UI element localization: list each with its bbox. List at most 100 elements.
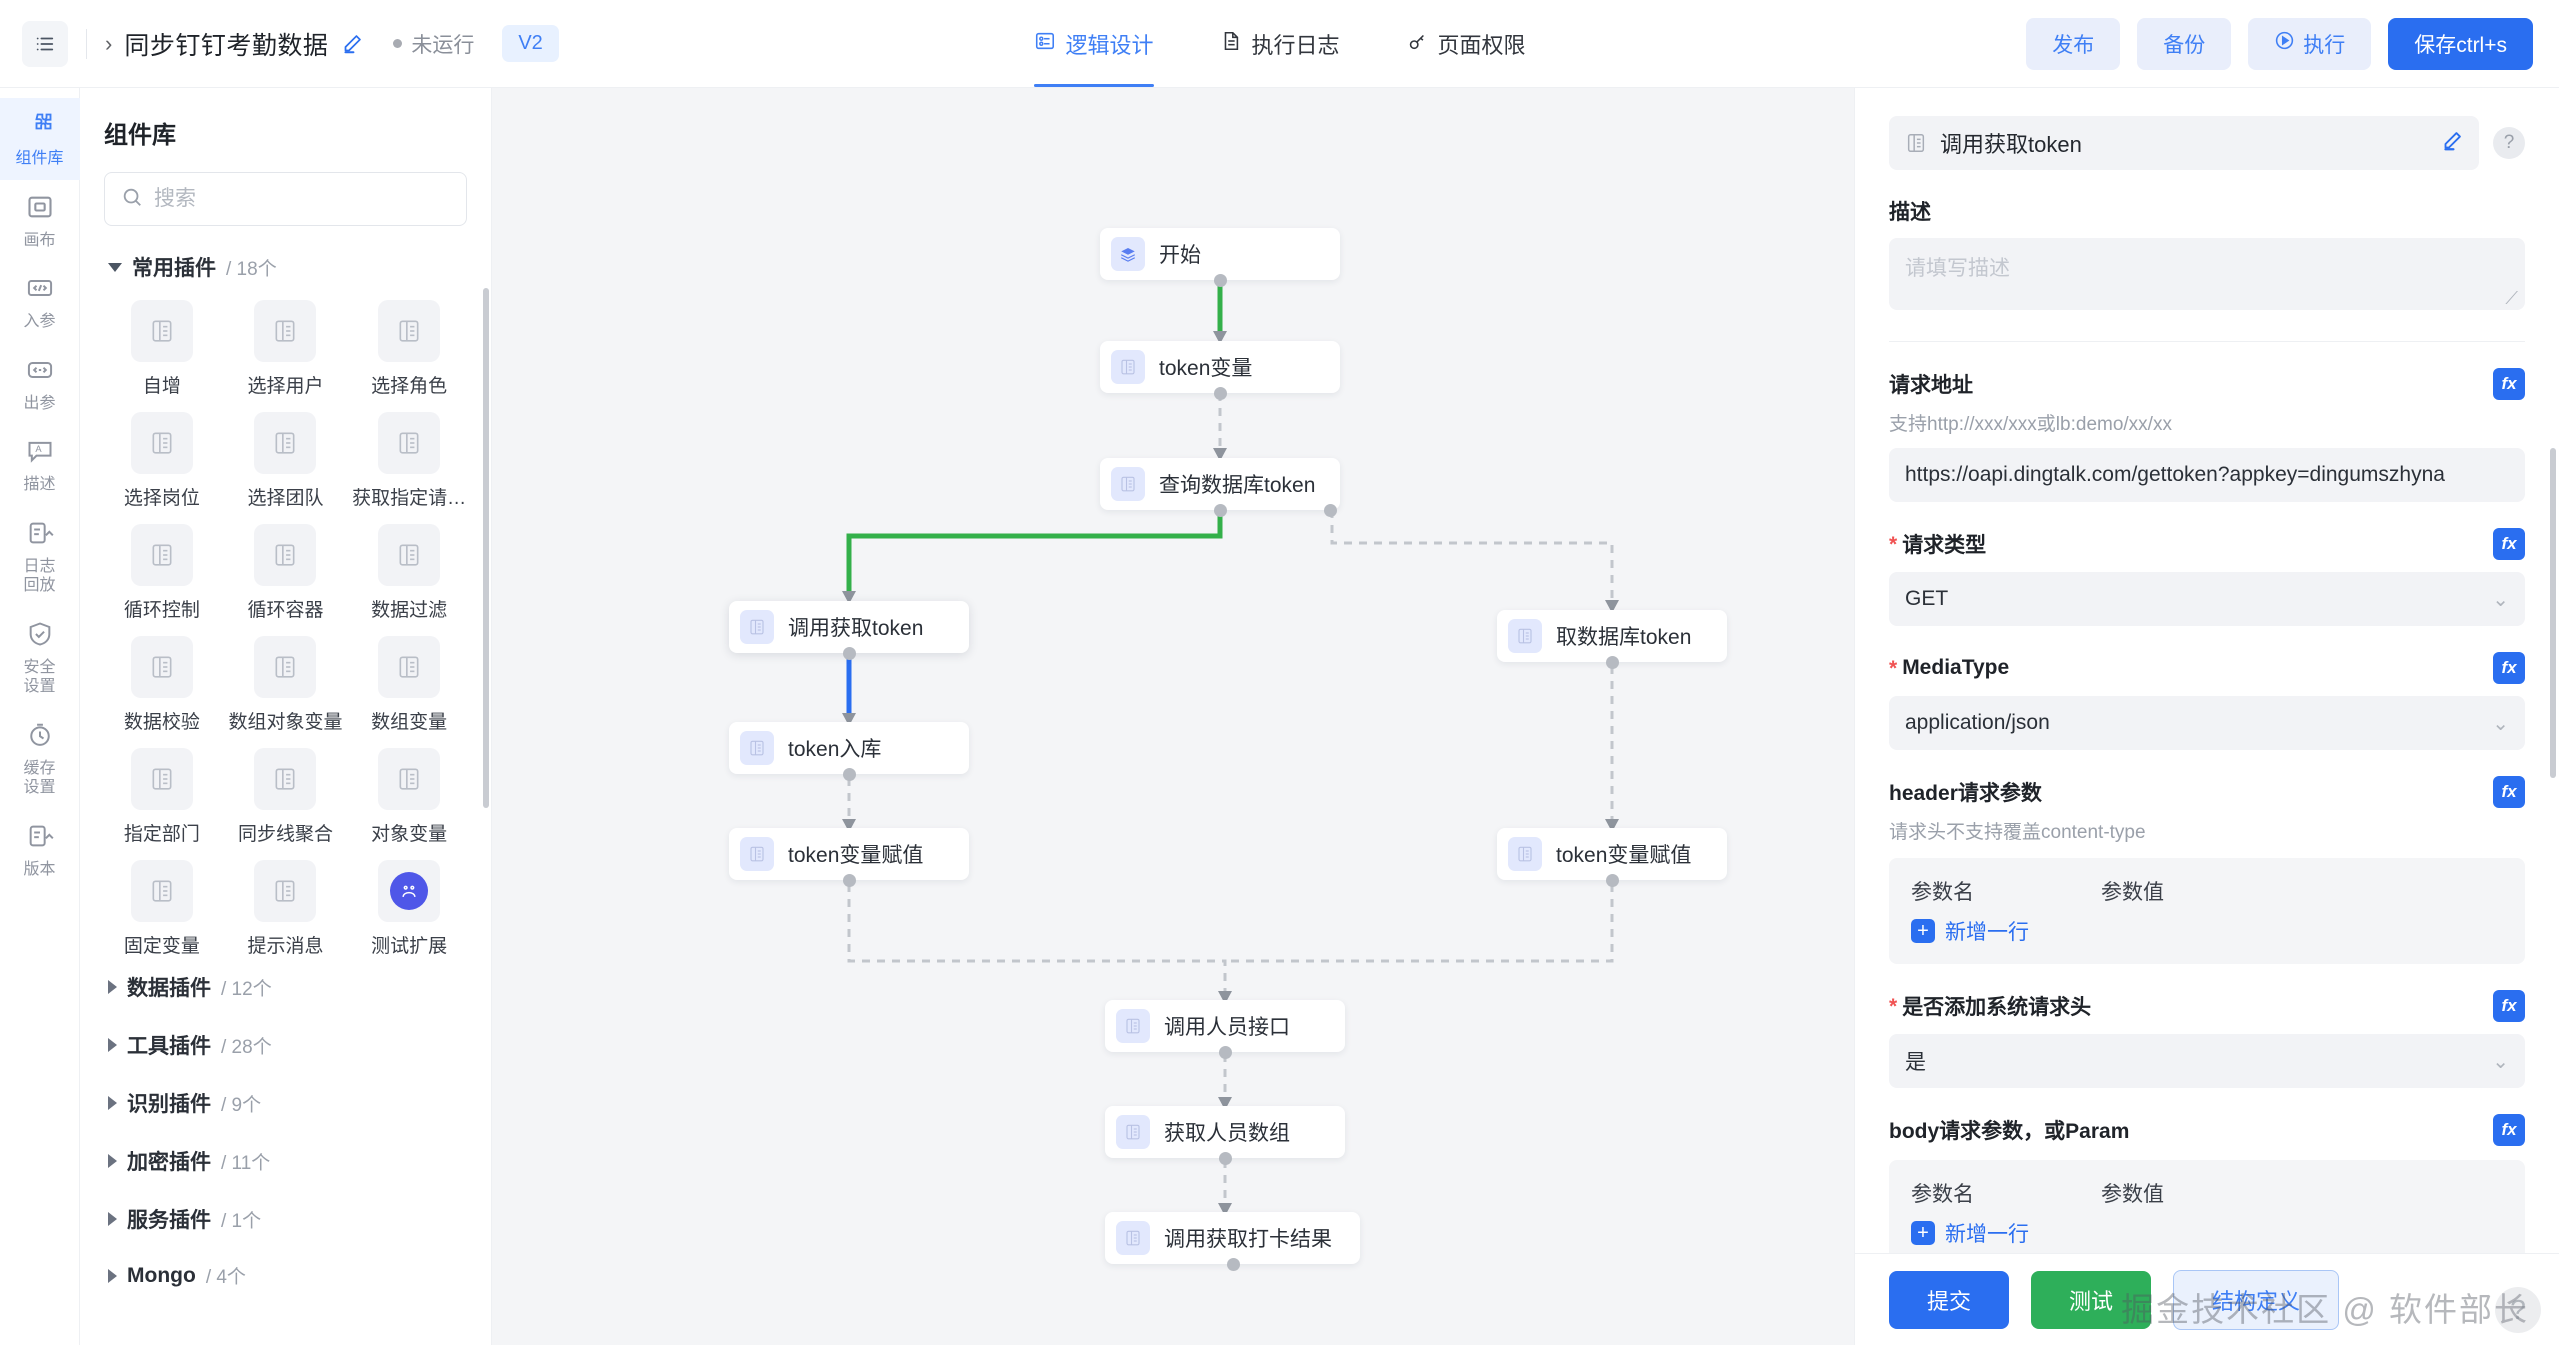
flow-node[interactable]: token入库 [729, 722, 969, 774]
node-port[interactable] [1324, 504, 1337, 517]
fx-button[interactable]: fx [2493, 652, 2525, 684]
plugin-item[interactable]: 循环控制 [104, 524, 220, 622]
sidebar-item-canvas[interactable]: 画布 [0, 180, 80, 262]
node-name-value: 调用获取token [1940, 132, 2082, 157]
tab-execution-log[interactable]: 执行日志 [1215, 0, 1343, 87]
plugin-item[interactable]: 选择用户 [228, 300, 344, 398]
plugin-item[interactable]: 选择角色 [351, 300, 467, 398]
component-library-scrollbar[interactable] [483, 288, 489, 808]
flow-node[interactable]: token变量赋值 [1497, 828, 1727, 880]
flow-node[interactable]: 调用获取打卡结果 [1105, 1212, 1360, 1264]
flow-node[interactable]: 调用获取token [729, 601, 969, 653]
plugin-item[interactable]: 选择岗位 [104, 412, 220, 510]
node-port[interactable] [1219, 1046, 1232, 1059]
group-header-Mongo[interactable]: Mongo / 4个 [104, 1248, 467, 1303]
sidebar-item-description[interactable]: A 描述 [0, 424, 80, 506]
plugin-item[interactable]: 数据过滤 [351, 524, 467, 622]
flow-node[interactable]: 查询数据库token [1100, 458, 1340, 510]
request-url-input[interactable] [1889, 448, 2525, 502]
sidebar-item-security-settings[interactable]: 安全设置 [0, 607, 80, 708]
hamburger-menu-icon[interactable] [22, 20, 68, 67]
plugin-item[interactable]: 测试扩展 [351, 860, 467, 958]
plugin-item[interactable]: 获取指定请… [351, 412, 467, 510]
node-label: 调用人员接口 [1164, 1016, 1290, 1039]
plugin-item[interactable]: 数组对象变量 [228, 636, 344, 734]
group-name: 服务插件 [127, 1209, 211, 1232]
submit-button[interactable]: 提交 [1889, 1270, 2010, 1329]
node-port[interactable] [1214, 504, 1227, 517]
plugin-item[interactable]: 循环容器 [228, 524, 344, 622]
puzzle-icon [26, 111, 54, 144]
fx-button[interactable]: fx [2493, 776, 2525, 808]
sidebar-item-component-library[interactable]: 组件库 [0, 98, 80, 180]
flow-node[interactable]: 开始 [1100, 228, 1340, 280]
node-port[interactable] [843, 647, 856, 660]
sidebar-item-version[interactable]: 版本 [0, 809, 80, 891]
group-header-工具插件[interactable]: 工具插件 / 28个 [104, 1016, 467, 1074]
plugin-item[interactable]: 自增 [104, 300, 220, 398]
properties-scrollbar[interactable] [2550, 448, 2556, 778]
header-params-field: header请求参数 fx 请求头不支持覆盖content-type 参数名 参… [1889, 750, 2525, 964]
flow-node[interactable]: 取数据库token [1497, 610, 1727, 662]
node-port[interactable] [843, 768, 856, 781]
tab-page-permission[interactable]: 页面权限 [1402, 0, 1530, 87]
node-port[interactable] [1214, 274, 1227, 287]
plugin-item[interactable]: 固定变量 [104, 860, 220, 958]
fx-button[interactable]: fx [2493, 1114, 2525, 1146]
node-port[interactable] [1606, 874, 1619, 887]
group-header-common-plugins[interactable]: 常用插件 / 18个 [104, 226, 467, 286]
flow-node[interactable]: 调用人员接口 [1105, 1000, 1345, 1052]
system-header-select[interactable]: 是 ⌄ [1889, 1034, 2525, 1088]
help-floating-icon[interactable]: ? [2495, 1287, 2541, 1333]
fx-button[interactable]: fx [2493, 990, 2525, 1022]
plugin-item[interactable]: 提示消息 [228, 860, 344, 958]
publish-button[interactable]: 发布 [2026, 17, 2121, 70]
flow-node[interactable]: 获取人员数组 [1105, 1106, 1345, 1158]
plugin-icon [254, 636, 317, 698]
group-header-识别插件[interactable]: 识别插件 / 9个 [104, 1074, 467, 1132]
add-row-button[interactable]: + 新增一行 [1911, 1218, 2503, 1248]
execute-button[interactable]: 执行 [2248, 17, 2372, 70]
group-header-服务插件[interactable]: 服务插件 / 1个 [104, 1190, 467, 1248]
save-button[interactable]: 保存ctrl+s [2388, 17, 2533, 70]
sidebar-item-input-params[interactable]: 入参 [0, 261, 80, 343]
node-port[interactable] [1606, 656, 1619, 669]
group-header-数据插件[interactable]: 数据插件 / 12个 [104, 958, 467, 1016]
plugin-label: 固定变量 [123, 936, 200, 957]
plugin-item[interactable]: 数组变量 [351, 636, 467, 734]
fx-button[interactable]: fx [2493, 528, 2525, 560]
search-box[interactable] [104, 172, 467, 226]
plugin-item[interactable]: 同步线聚合 [228, 748, 344, 846]
structure-definition-button[interactable]: 结构定义 [2173, 1269, 2340, 1330]
search-input[interactable] [154, 187, 450, 211]
question-icon[interactable]: ? [2493, 127, 2525, 159]
pencil-icon[interactable] [2442, 130, 2463, 156]
sidebar-item-log-replay[interactable]: 日志回放 [0, 506, 80, 607]
test-button[interactable]: 测试 [2031, 1270, 2152, 1329]
node-port[interactable] [843, 874, 856, 887]
fx-button[interactable]: fx [2493, 368, 2525, 400]
plugin-item[interactable]: 对象变量 [351, 748, 467, 846]
flow-canvas[interactable]: 开始 token变量 查询数据库token 调用获取token 取数据库toke… [492, 88, 1854, 1345]
version-badge[interactable]: V2 [502, 25, 559, 62]
plugin-item[interactable]: 选择团队 [228, 412, 344, 510]
tab-logic-design[interactable]: 逻辑设计 [1029, 0, 1157, 87]
backup-button[interactable]: 备份 [2137, 17, 2232, 70]
plugin-item[interactable]: 数据校验 [104, 636, 220, 734]
rail-label: 描述 [23, 476, 56, 494]
sidebar-item-output-params[interactable]: 出参 [0, 343, 80, 425]
mediatype-select[interactable]: application/json ⌄ [1889, 696, 2525, 750]
add-row-button[interactable]: + 新增一行 [1911, 916, 2503, 946]
pencil-icon[interactable] [342, 33, 363, 54]
plugin-item[interactable]: 指定部门 [104, 748, 220, 846]
sidebar-item-cache-settings[interactable]: 缓存设置 [0, 708, 80, 809]
node-port[interactable] [1226, 1258, 1240, 1271]
flow-node[interactable]: token变量赋值 [729, 828, 969, 880]
node-name-field[interactable]: 调用获取token [1889, 116, 2479, 170]
node-port[interactable] [1219, 1152, 1232, 1165]
description-input[interactable] [1889, 238, 2525, 310]
group-header-加密插件[interactable]: 加密插件 / 11个 [104, 1132, 467, 1190]
node-port[interactable] [1214, 387, 1227, 400]
request-method-select[interactable]: GET ⌄ [1889, 572, 2525, 626]
flow-node[interactable]: token变量 [1100, 341, 1340, 393]
